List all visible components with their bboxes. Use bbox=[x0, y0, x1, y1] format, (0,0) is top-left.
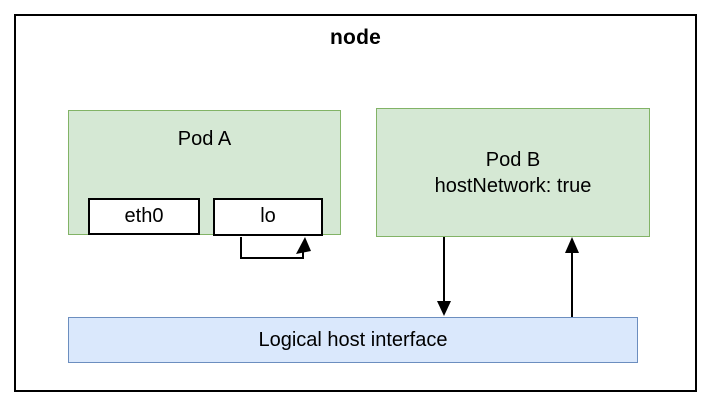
node-title: node bbox=[330, 26, 381, 49]
interface-lo-label: lo bbox=[260, 205, 276, 227]
pod-a-label: Pod A bbox=[177, 128, 232, 150]
host-interface-label: Logical host interface bbox=[258, 329, 448, 351]
interface-box-eth0: eth0 bbox=[88, 198, 200, 235]
interface-eth0-label: eth0 bbox=[124, 205, 164, 227]
pod-b-hostnetwork-label: hostNetwork: true bbox=[434, 175, 592, 197]
pod-b-text: Pod B hostNetwork: true bbox=[377, 147, 649, 199]
pod-b-box: Pod B hostNetwork: true bbox=[376, 108, 650, 237]
interface-box-lo: lo bbox=[213, 198, 323, 236]
pod-b-label: Pod B bbox=[485, 149, 541, 171]
host-interface-bar: Logical host interface bbox=[68, 317, 638, 363]
